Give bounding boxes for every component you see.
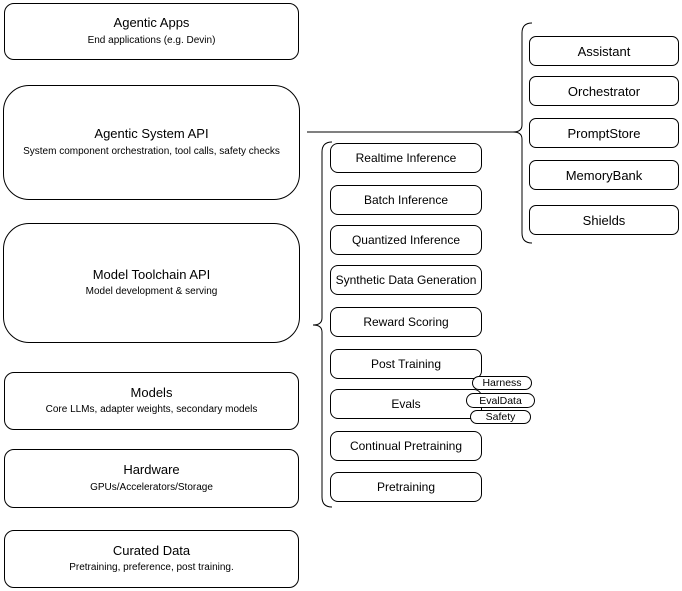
- toolchain-item-reward-scoring: Reward Scoring: [330, 307, 482, 337]
- box-hardware: Hardware GPUs/Accelerators/Storage: [4, 449, 299, 508]
- badge-label: Harness: [482, 377, 522, 389]
- toolchain-item-quantized-inference: Quantized Inference: [330, 225, 482, 255]
- component-label: Orchestrator: [567, 83, 641, 99]
- toolchain-item-label: Quantized Inference: [351, 233, 461, 247]
- box-title: Hardware: [123, 462, 180, 478]
- badge-harness: Harness: [472, 376, 532, 390]
- component-shields: Shields: [529, 205, 679, 235]
- box-subtitle: Core LLMs, adapter weights, secondary mo…: [45, 404, 258, 416]
- toolchain-item-realtime-inference: Realtime Inference: [330, 143, 482, 173]
- component-promptstore: PromptStore: [529, 118, 679, 148]
- component-label: Shields: [582, 212, 626, 228]
- badge-label: EvalData: [479, 394, 522, 407]
- box-title: Model Toolchain API: [92, 266, 211, 282]
- box-title: Agentic System API: [94, 126, 209, 142]
- toolchain-item-synthetic-data-generation: Synthetic Data Generation: [330, 265, 482, 295]
- toolchain-item-evals: Evals: [330, 389, 482, 419]
- toolchain-item-label: Pretraining: [376, 480, 436, 494]
- component-orchestrator: Orchestrator: [529, 76, 679, 106]
- toolchain-item-label: Batch Inference: [363, 193, 449, 207]
- component-label: MemoryBank: [565, 167, 643, 183]
- toolchain-item-label: Evals: [391, 397, 421, 411]
- component-label: Assistant: [577, 43, 631, 59]
- toolchain-item-label: Reward Scoring: [363, 315, 449, 329]
- box-title: Curated Data: [112, 542, 191, 558]
- box-subtitle: Model development & serving: [85, 286, 218, 298]
- component-assistant: Assistant: [529, 36, 679, 66]
- box-subtitle: Pretraining, preference, post training.: [69, 562, 234, 574]
- badge-safety: Safety: [470, 410, 531, 424]
- box-model-toolchain-api: Model Toolchain API Model development & …: [3, 223, 300, 343]
- toolchain-item-label: Continual Pretraining: [349, 439, 463, 453]
- box-title: Models: [130, 384, 173, 400]
- badge-evaldata: EvalData: [466, 393, 535, 408]
- toolchain-item-label: Synthetic Data Generation: [335, 273, 477, 287]
- box-agentic-apps: Agentic Apps End applications (e.g. Devi…: [4, 3, 299, 60]
- toolchain-item-label: Post Training: [370, 357, 442, 371]
- box-subtitle: End applications (e.g. Devin): [87, 34, 216, 46]
- box-curated-data: Curated Data Pretraining, preference, po…: [4, 530, 299, 588]
- box-agentic-system-api: Agentic System API System component orch…: [3, 85, 300, 200]
- box-subtitle: GPUs/Accelerators/Storage: [90, 481, 213, 493]
- toolchain-item-label: Realtime Inference: [355, 151, 457, 165]
- toolchain-item-pretraining: Pretraining: [330, 472, 482, 502]
- toolchain-item-post-training: Post Training: [330, 349, 482, 379]
- component-memorybank: MemoryBank: [529, 160, 679, 190]
- box-subtitle: System component orchestration, tool cal…: [23, 145, 280, 157]
- box-title: Agentic Apps: [113, 15, 190, 31]
- component-label: PromptStore: [567, 125, 641, 141]
- toolchain-item-batch-inference: Batch Inference: [330, 185, 482, 215]
- box-models: Models Core LLMs, adapter weights, secon…: [4, 372, 299, 430]
- toolchain-item-continual-pretraining: Continual Pretraining: [330, 431, 482, 461]
- badge-label: Safety: [485, 411, 516, 423]
